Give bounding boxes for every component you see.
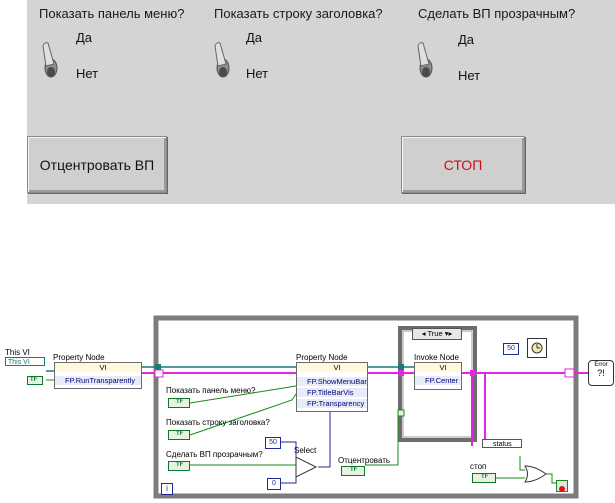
center-terminal-text: TF [350,467,358,473]
this-vi-label: This VI [5,348,30,357]
property-node-1-row: FP.RunTransparently [55,376,141,385]
unbundle-status[interactable]: status [482,439,522,448]
transparent-terminal-label: Сделать ВП прозрачным? [166,450,263,459]
property-node-1[interactable]: VI FP.RunTransparently [54,362,142,389]
select-label: Select [294,446,317,455]
show-menu-no: Нет [76,66,99,81]
transparent-no: Нет [458,68,481,83]
property-node-1-label: Property Node [53,353,105,362]
front-panel: Показать панель меню? Показать строку за… [27,0,615,204]
show-title-yes: Да [246,30,263,45]
property-node-2-label: Property Node [296,353,348,362]
show-menu-toggle[interactable] [37,38,73,84]
loop-condition[interactable] [556,480,568,492]
transparent-toggle[interactable] [412,38,448,84]
exclamation-icon: ?! [597,368,605,378]
property-node-2-row: FP.ShowMenuBar [297,377,367,386]
wait-ms-icon[interactable] [527,338,547,358]
unbundle-status-text: status [493,441,512,448]
this-vi-reference[interactable]: This VI [5,357,45,366]
invoke-node[interactable]: VI FP.Center [414,362,462,390]
transparent-label: Сделать ВП прозрачным? [418,6,576,21]
show-menu-terminal-label: Показать панель меню? [166,386,256,395]
center-terminal-label: Отцентровать [338,456,391,465]
this-vi-reference-text: This VI [8,359,30,366]
simple-error-handler[interactable]: Error ?! [588,360,614,386]
show-menu-terminal[interactable]: TF [168,398,190,408]
property-node-2[interactable]: VI FP.ShowMenuBar FP.TitleBarVis FP:Tran… [296,362,368,412]
property-node-2-header: VI [297,363,367,372]
stop-terminal-label: стоп [470,462,487,471]
invoke-node-header: VI [415,363,461,372]
clock-icon [531,342,543,354]
toggle-switch-icon [417,42,433,78]
show-menu-label: Показать панель меню? [39,6,185,21]
true-constant-1[interactable]: TF [27,376,43,385]
property-node-2-row: FP.TitleBarVis [297,388,367,397]
transparent-terminal[interactable]: TF [168,461,190,471]
show-title-toggle[interactable] [209,38,245,84]
invoke-node-label: Invoke Node [414,353,459,362]
show-menu-yes: Да [76,30,93,45]
property-node-2-row: FP:Transparency [297,399,367,408]
toggle-switch-icon [214,42,230,78]
case-selector-value: True [427,329,443,338]
invoke-node-row: FP.Center [415,376,461,385]
case-left-arrow-icon[interactable]: ◂ [421,329,426,338]
transparent-yes: Да [458,32,475,47]
show-menu-terminal-text: TF [176,399,184,405]
error-handler-text: Error [594,362,608,368]
numeric-constant-50a[interactable]: 50 [265,437,281,449]
toggle-switch-icon [42,42,58,78]
property-node-1-header: VI [55,363,141,372]
show-title-no: Нет [246,66,269,81]
transparent-terminal-text: TF [176,462,184,468]
loop-iteration-terminal: i [161,483,173,495]
center-vi-button[interactable]: Отцентровать ВП [27,136,167,193]
center-terminal[interactable]: TF [341,466,365,476]
true-constant-1-text: TF [30,377,38,383]
case-selector[interactable]: ◂ True ▾▸ [412,328,462,340]
stop-terminal[interactable]: TF [472,473,496,483]
show-title-terminal-text: TF [176,431,184,437]
case-dropdown-icon[interactable]: ▾▸ [444,329,453,338]
show-title-terminal-label: Показать строку заголовка? [166,418,270,427]
show-title-label: Показать строку заголовка? [214,6,383,21]
stop-terminal-text: TF [481,474,489,480]
stop-sign-icon [559,486,565,492]
numeric-constant-0[interactable]: 0 [267,478,281,490]
show-title-terminal[interactable]: TF [168,430,190,440]
numeric-constant-50b[interactable]: 50 [503,343,519,355]
stop-button[interactable]: СТОП [401,136,525,193]
block-diagram: This VI This VI TF Property Node VI FP.R… [0,300,615,503]
